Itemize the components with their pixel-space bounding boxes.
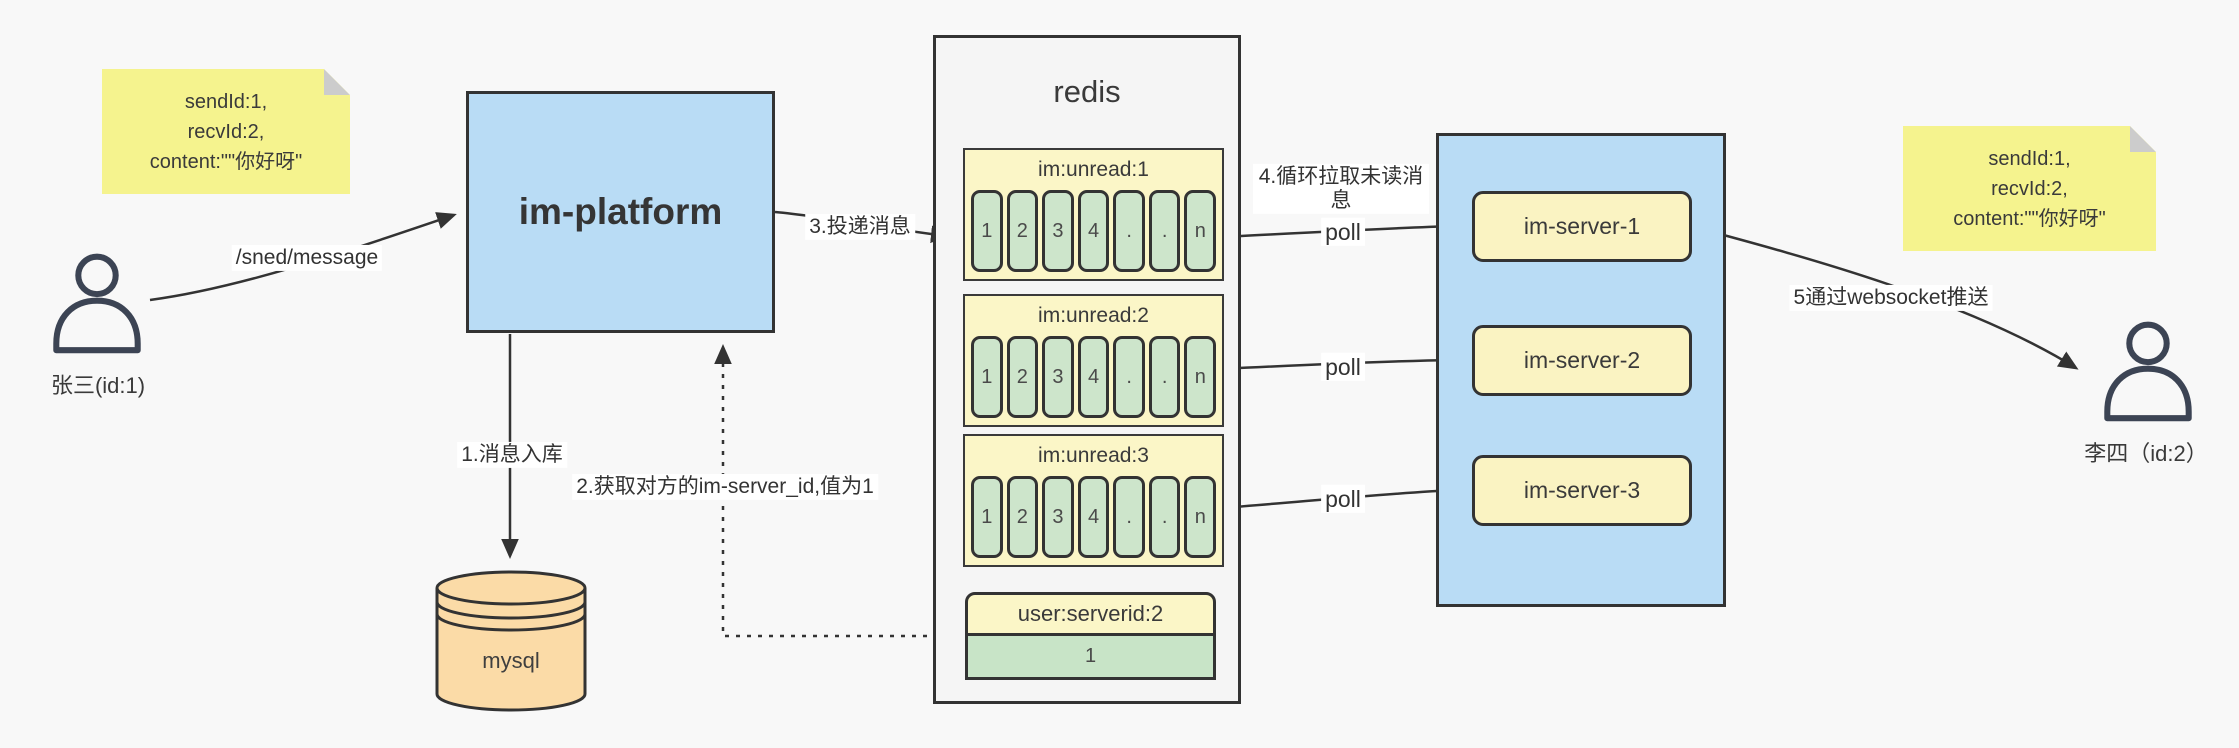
- redis-title: redis: [1053, 74, 1121, 109]
- kv-key: user:serverid:2: [965, 592, 1216, 636]
- queue-cell: 1: [971, 336, 1003, 418]
- queue-cell: 2: [1006, 336, 1039, 418]
- edge-store-label: 1.消息入库: [457, 441, 567, 469]
- receiver-label: 李四（id:2）: [2084, 441, 2208, 466]
- queue-cells: 1 2 3 4 . . n: [965, 190, 1222, 272]
- mysql-cylinder-icon: [435, 570, 587, 712]
- redis-queue-unread-2: im:unread:2 1 2 3 4 . . n: [963, 294, 1224, 427]
- queue-cell: .: [1113, 190, 1145, 272]
- queue-cell: 4: [1077, 476, 1110, 558]
- im-platform-label: im-platform: [518, 191, 723, 232]
- im-server-2-box: im-server-2: [1472, 325, 1692, 396]
- queue-title: im:unread:3: [1038, 444, 1149, 467]
- im-server-group-container: im-server-1 im-server-2 im-server-3: [1436, 133, 1726, 607]
- queue-cell: n: [1184, 190, 1217, 272]
- im-server-1-label: im-server-1: [1523, 213, 1641, 239]
- im-server-3-label: im-server-3: [1523, 477, 1641, 503]
- queue-cell: 3: [1042, 476, 1074, 558]
- edge-poll1-label: poll: [1321, 217, 1365, 247]
- edge-send-label: /sned/message: [231, 244, 383, 272]
- queue-cell: .: [1148, 190, 1181, 272]
- edge-lookup-label: 2.获取对方的im-server_id,值为1: [572, 473, 878, 501]
- redis-queue-unread-3: im:unread:3 1 2 3 4 . . n: [963, 434, 1224, 567]
- im-server-3-box: im-server-3: [1472, 455, 1692, 526]
- queue-cell: 4: [1077, 336, 1110, 418]
- queue-cell: 1: [971, 476, 1003, 558]
- note-line: sendId:1,: [184, 90, 268, 113]
- edge-poll3-label: poll: [1321, 484, 1365, 514]
- edge-poll2-label: poll: [1321, 352, 1365, 382]
- queue-title: im:unread:1: [1038, 158, 1149, 181]
- edge-deliver-label: 3.投递消息: [805, 213, 915, 241]
- mysql-label: mysql: [482, 648, 540, 673]
- note-line: content:""你好呀": [149, 150, 303, 173]
- queue-cell: 3: [1042, 336, 1074, 418]
- queue-cell: .: [1148, 336, 1181, 418]
- queue-cell: n: [1184, 476, 1217, 558]
- queue-cells: 1 2 3 4 . . n: [965, 476, 1222, 558]
- queue-title: im:unread:2: [1038, 304, 1149, 327]
- edge-push-label: 5通过websocket推送: [1789, 284, 1993, 312]
- person-icon: [53, 253, 141, 354]
- sticky-note-right: sendId:1, recvId:2, content:""你好呀": [1903, 126, 2156, 251]
- redis-queue-unread-1: im:unread:1 1 2 3 4 . . n: [963, 148, 1224, 281]
- im-server-1-box: im-server-1: [1472, 191, 1692, 262]
- note-fold-corner-icon: [324, 69, 350, 95]
- person-icon: [2104, 321, 2192, 422]
- im-server-2-label: im-server-2: [1523, 347, 1641, 373]
- queue-cell: 1: [971, 190, 1003, 272]
- queue-cell: 2: [1006, 190, 1039, 272]
- queue-cell: 4: [1077, 190, 1110, 272]
- redis-container: redis im:unread:1 1 2 3 4 . . n im:unrea…: [933, 35, 1241, 704]
- sender-label: 张三(id:1): [50, 373, 146, 398]
- edge-pull-label: 4.循环拉取未读消息: [1253, 163, 1429, 215]
- note-line: recvId:2,: [1991, 177, 2068, 200]
- im-platform-box: im-platform: [466, 91, 775, 333]
- note-fold-corner-icon: [2130, 126, 2156, 152]
- queue-cell: 3: [1042, 190, 1074, 272]
- queue-cells: 1 2 3 4 . . n: [965, 336, 1222, 418]
- kv-value: 1: [965, 636, 1216, 680]
- queue-cell: .: [1148, 476, 1181, 558]
- queue-cell: .: [1113, 336, 1145, 418]
- note-line: content:""你好呀": [1953, 207, 2106, 230]
- queue-cell: .: [1113, 476, 1145, 558]
- queue-cell: n: [1184, 336, 1217, 418]
- sticky-note-left: sendId:1, recvId:2, content:""你好呀": [102, 69, 350, 194]
- queue-cell: 2: [1006, 476, 1039, 558]
- redis-kv-user-serverid: user:serverid:2 1: [965, 592, 1216, 680]
- note-line: sendId:1,: [1988, 147, 2071, 170]
- note-line: recvId:2,: [187, 120, 265, 143]
